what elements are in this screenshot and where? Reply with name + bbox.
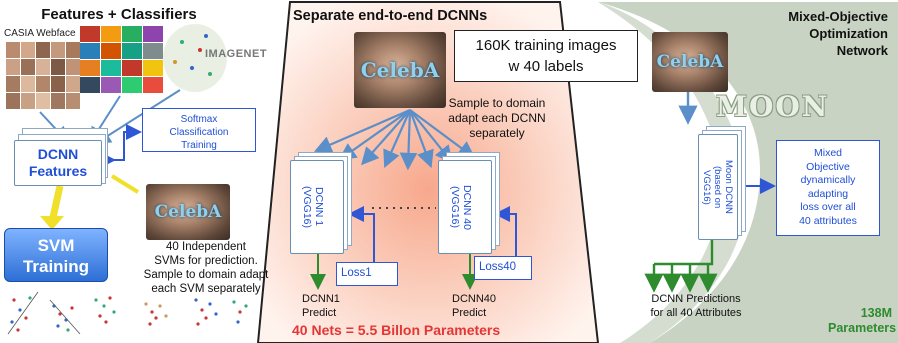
mixed-line-5: loss over all [800, 201, 856, 213]
mixed-line-2: Objective [806, 160, 850, 173]
predict40-line-1: DCNN40 [452, 293, 497, 305]
dcnn1-predict-text: DCNN1 Predict [302, 292, 340, 320]
celeba-label-right: CelebA [656, 52, 724, 72]
moon-crescent-shape [598, 2, 898, 343]
mixed-line-4: adapting [807, 187, 849, 200]
casia-label: CASIA Webface [4, 28, 76, 39]
softmax-line-1: Softmax [180, 114, 218, 125]
svm-training-box: SVM Training [4, 228, 108, 282]
mixed-line-6: 40 attributes [799, 214, 857, 227]
training-line-2: w 40 labels [508, 58, 584, 75]
moon-dcnn-card: Moon DCNN (based on VGG16) [698, 134, 738, 240]
softmax-line-2: Classification [169, 127, 229, 138]
yellow-arrow-to-celeba [110, 174, 140, 194]
dcnn1-line-1: DCNN 1 [313, 187, 325, 227]
celeba-image-left: CelebA [146, 184, 230, 240]
dcnn40-line-2: (VGG16) [449, 185, 461, 228]
moon-dcnn-label: Moon DCNN (based on VGG16) [701, 141, 734, 233]
imagenet-collage [80, 24, 227, 93]
dcnn40-predict-text: DCNN40 Predict [452, 292, 496, 320]
loss1-box: Loss1 [336, 262, 398, 286]
indep-line-1: 40 Independent [166, 241, 246, 253]
dcnn-features-label-1: DCNN [37, 146, 79, 162]
moon-word-logo: MOON [716, 90, 830, 123]
predict1-line-2: Predict [302, 307, 337, 319]
moon-dcnn-line-1: Moon DCNN [723, 160, 734, 214]
dcnn40-card: DCNN 40 (VGG16) [438, 160, 492, 254]
moon-title-line-2: Optimization [809, 26, 888, 41]
dcnn1-label: DCNN 1 (VGG16) [301, 169, 325, 245]
moon-pred-line-2: for all 40 Attributes [650, 307, 742, 319]
casia-face-grid [6, 42, 80, 109]
indep-line-2: SVMs for prediction. [154, 255, 258, 267]
dcnn40-label: DCNN 40 (VGG16) [449, 169, 473, 245]
independent-svm-text: 40 Independent SVMs for prediction. Samp… [134, 240, 278, 296]
moon-panel-title: Mixed-Objective Optimization Network [748, 8, 888, 59]
moon-title-line-3: Network [836, 43, 888, 58]
svm-line-1: SVM [37, 236, 75, 255]
sample-line-2: adapt each DCNN [448, 111, 546, 125]
nets-parameters-footer: 40 Nets = 5.5 Billon Parameters [292, 322, 501, 338]
dcnn1-line-2: (VGG16) [301, 185, 313, 228]
dcnn-features-label-2: Features [28, 163, 88, 179]
params-line-1: 138M [860, 306, 892, 320]
predict40-line-2: Predict [452, 307, 487, 319]
moon-title-line-1: Mixed-Objective [788, 9, 888, 24]
predict1-line-1: DCNN1 [302, 293, 340, 305]
yellow-arrowhead [40, 216, 64, 230]
mixed-line-1: Mixed [813, 147, 842, 159]
sample-line-1: Sample to domain [448, 96, 546, 110]
fan-arrows [313, 108, 476, 171]
moon-parameters-count: 138M Parameters [828, 306, 897, 336]
dcnn-features-card: DCNN Features [14, 140, 102, 186]
moon-pred-line-1: DCNN Predictions [651, 293, 741, 305]
softmax-training-box: Softmax Classification Training [142, 108, 256, 152]
dcnn-panel-title: Separate end-to-end DCNNs [293, 8, 488, 24]
sample-domain-text: Sample to domain adapt each DCNN separat… [418, 96, 576, 141]
moon-predictions-text: DCNN Predictions for all 40 Attributes [636, 292, 756, 320]
softmax-line-3: Training [181, 140, 217, 151]
dcnn1-card: DCNN 1 (VGG16) [290, 160, 344, 254]
moon-dcnn-line-3: VGG16) [701, 169, 712, 205]
indep-line-4: each SVM separately [151, 283, 261, 295]
training-images-box: 160K training images w 40 labels [454, 30, 638, 82]
svm-scatter-plots [7, 291, 248, 335]
features-panel-title: Features + Classifiers [41, 6, 197, 23]
dcnn40-line-1: DCNN 40 [461, 184, 473, 230]
arrow-moon-predict-branch [654, 232, 714, 266]
loss40-box: Loss40 [474, 256, 532, 280]
celeba-label-left: CelebA [154, 202, 222, 222]
moon-dcnn-line-2: (based on [712, 165, 723, 209]
celeba-label-middle: CelebA [360, 58, 440, 82]
celeba-image-right: CelebA [652, 32, 728, 92]
mixed-line-3: dynamically [800, 174, 856, 186]
mixed-objective-box: Mixed Objective dynamically adapting los… [776, 140, 880, 236]
svm-line-2: Training [22, 257, 90, 276]
sample-line-3: separately [469, 126, 525, 140]
imagenet-label: IMAGENET [205, 48, 268, 60]
training-line-1: 160K training images [475, 37, 617, 54]
indep-line-3: Sample to domain adapt [143, 269, 269, 281]
arrow-features-softmax [100, 124, 142, 168]
params-line-2: Parameters [828, 321, 897, 335]
celeba-image-middle: CelebA [354, 32, 446, 108]
